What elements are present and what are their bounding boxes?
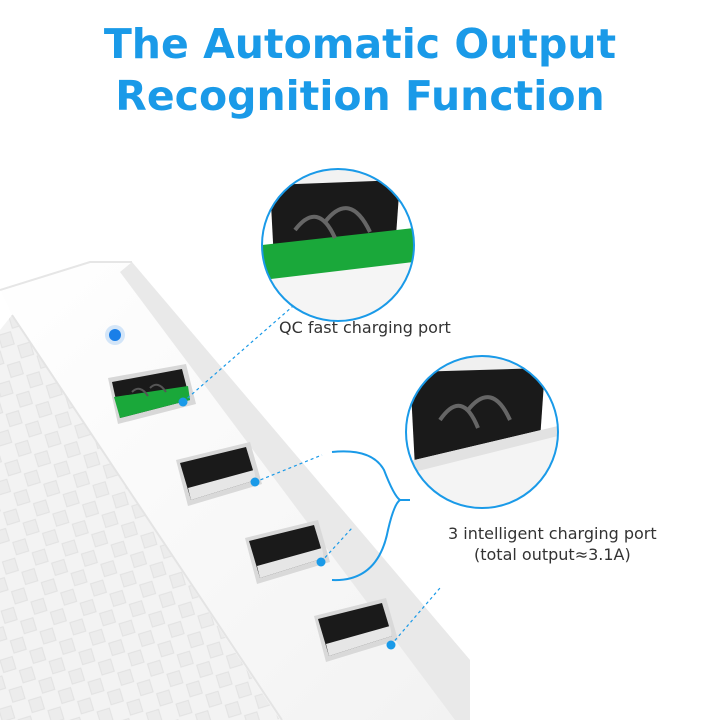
intelligent-ports-label: 3 intelligent charging port <box>448 524 657 543</box>
intelligent-port-zoom <box>405 355 559 509</box>
bracket <box>331 450 402 582</box>
leader-lines <box>182 299 441 646</box>
charger-side-face <box>0 315 282 720</box>
usb-port-icon <box>245 520 330 584</box>
headline-line-2: Recognition Function <box>115 72 605 120</box>
usb-port-icon <box>176 442 262 506</box>
led-indicator-icon <box>105 325 125 345</box>
headline: The Automatic Output Recognition Functio… <box>0 18 720 122</box>
headline-line-1: The Automatic Output <box>103 20 617 68</box>
total-output-label: (total output≈3.1A) <box>474 545 631 564</box>
qc-port-zoom <box>261 168 415 322</box>
qc-port-label: QC fast charging port <box>279 318 451 337</box>
qc-port <box>108 364 196 424</box>
usb-port-icon <box>314 598 398 662</box>
